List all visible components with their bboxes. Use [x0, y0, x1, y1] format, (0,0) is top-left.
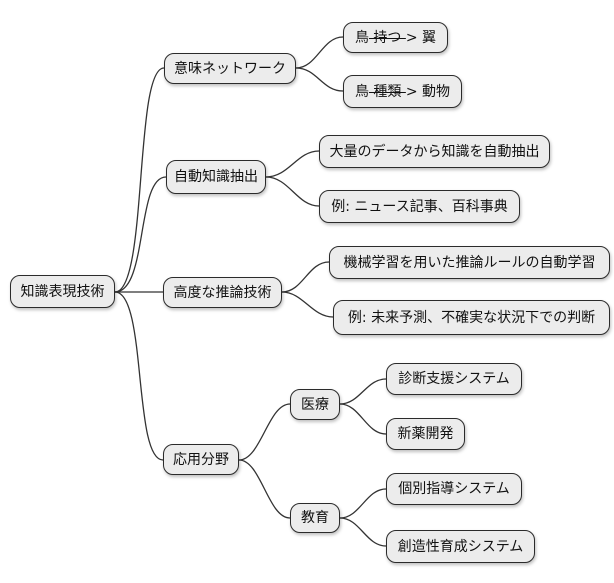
node-label-pre: 鳥 — [354, 29, 369, 46]
edge-advanced-ml — [281, 261, 330, 293]
node-creativity-development-system: 創造性育成システム — [386, 530, 535, 563]
edge-medical-diagnosis — [339, 378, 387, 405]
node-bigdata-extraction: 大量のデータから知識を自動抽出 — [319, 135, 550, 168]
edge-root-applications — [114, 291, 164, 461]
node-advanced-reasoning: 高度な推論技術 — [163, 277, 282, 308]
edge-education-creativity — [339, 517, 387, 547]
node-label-strikethrough: 持つ — [368, 29, 406, 46]
edge-advanced-example — [281, 291, 334, 318]
node-root: 知識表現技術 — [10, 275, 115, 308]
node-education: 教育 — [290, 503, 340, 533]
node-ml-rule-learning: 機械学習を用いた推論ルールの自動学習 — [329, 246, 610, 279]
node-medical: 医療 — [290, 389, 340, 420]
edge-root-semantic-network — [114, 67, 165, 293]
node-diagnosis-support-system: 診断支援システム — [386, 363, 522, 395]
edge-applications-medical — [238, 403, 291, 461]
node-reasoning-example: 例: 未来予測、不確実な状況下での判断 — [333, 300, 610, 335]
edge-education-tutoring — [339, 488, 387, 519]
edge-auto-bigdata — [265, 150, 320, 178]
edge-applications-education — [238, 459, 291, 519]
node-drug-development: 新薬開発 — [386, 418, 465, 450]
node-extraction-example: 例: ニュース記事、百科事典 — [319, 190, 520, 223]
node-bird-kind-animal: 鳥 種類 > 動物 — [343, 75, 462, 108]
node-auto-knowledge-extraction: 自動知識抽出 — [166, 160, 266, 194]
node-label-post: > 動物 — [405, 83, 451, 100]
edge-semantic-bird-animal — [295, 67, 344, 92]
node-label-post: > 翼 — [405, 29, 437, 46]
node-bird-has-wing: 鳥 持つ > 翼 — [343, 22, 448, 53]
node-label-strikethrough: 種類 — [368, 83, 406, 100]
edge-medical-drug — [339, 403, 387, 435]
node-semantic-network: 意味ネットワーク — [164, 53, 296, 84]
edge-root-auto-extraction — [114, 176, 167, 293]
node-individual-tutoring-system: 個別指導システム — [386, 473, 522, 505]
edge-semantic-bird-wing — [295, 36, 344, 69]
node-application-fields: 応用分野 — [163, 444, 239, 475]
edge-auto-example — [265, 176, 320, 207]
node-label-pre: 鳥 — [354, 83, 369, 100]
